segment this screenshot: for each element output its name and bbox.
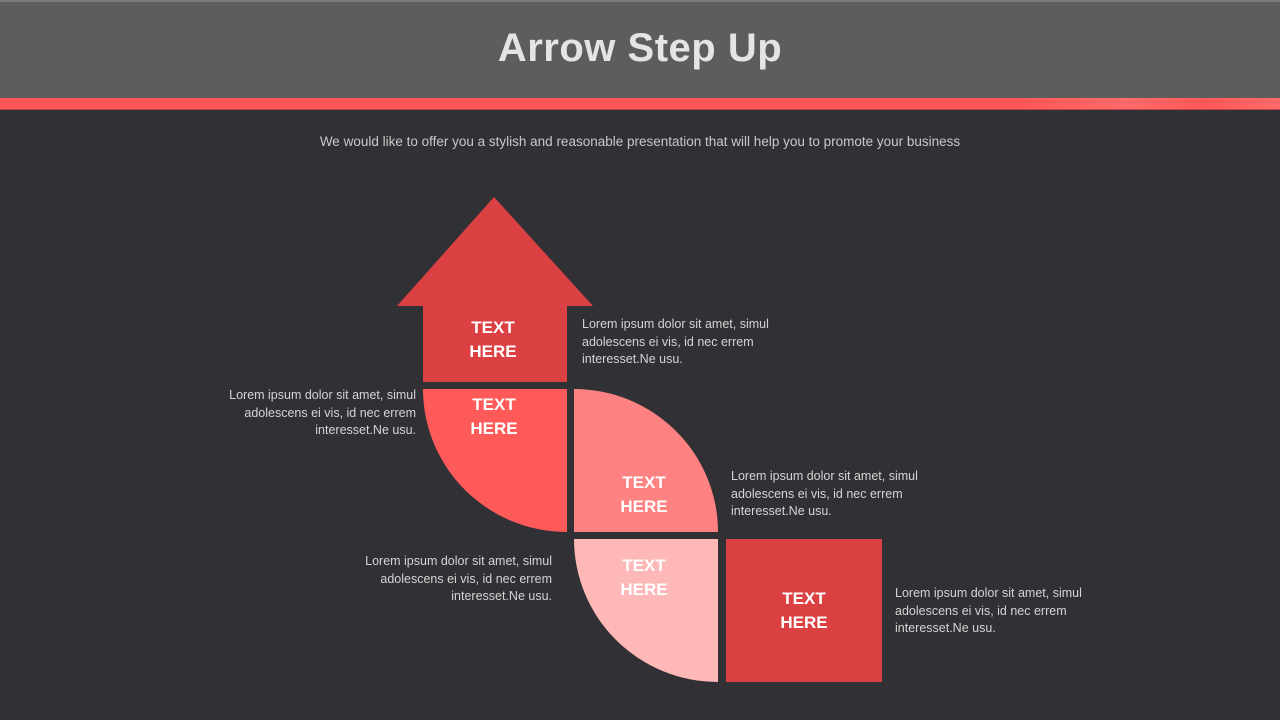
quarter-circle-step-4 — [574, 539, 718, 682]
step-2-label: TEXT HERE — [444, 393, 544, 441]
step-3-description: Lorem ipsum dolor sit amet, simul adoles… — [731, 468, 951, 521]
description-line: adolescens ei vis, id nec errem — [380, 571, 552, 586]
step-3-label: TEXT HERE — [594, 471, 694, 519]
description-line: interesset.Ne usu. — [582, 352, 683, 366]
label-line-1: TEXT — [622, 556, 666, 575]
description-line: adolescens ei vis, id nec errem — [895, 603, 1067, 618]
label-line-1: TEXT — [472, 395, 516, 414]
label-line-2: HERE — [469, 342, 517, 361]
step-1-description: Lorem ipsum dolor sit amet, simul adoles… — [582, 316, 802, 369]
arrow-up-shape — [397, 197, 593, 382]
label-line-2: HERE — [620, 497, 668, 516]
page-title: Arrow Step Up — [497, 26, 783, 70]
header-bar: Arrow Step Up — [0, 0, 1280, 98]
description-line: Lorem ipsum dolor sit amet, simul — [731, 469, 918, 483]
description-line: interesset.Ne usu. — [731, 504, 832, 518]
step-4-label: TEXT HERE — [594, 554, 694, 602]
step-1-label: TEXT HERE — [443, 316, 543, 364]
description-line: adolescens ei vis, id nec errem — [582, 334, 754, 349]
label-line-2: HERE — [620, 580, 668, 599]
description-line: interesset.Ne usu. — [895, 621, 996, 635]
square-step-5 — [726, 539, 882, 682]
step-5-description: Lorem ipsum dolor sit amet, simul adoles… — [895, 585, 1115, 638]
accent-bar — [0, 98, 1280, 110]
description-line: Lorem ipsum dolor sit amet, simul — [582, 317, 769, 331]
quarter-circle-step-3 — [574, 389, 718, 532]
description-line: adolescens ei vis, id nec errem — [244, 405, 416, 420]
description-line: interesset.Ne usu. — [451, 589, 552, 603]
label-line-1: TEXT — [471, 318, 515, 337]
label-line-2: HERE — [470, 419, 518, 438]
description-line: adolescens ei vis, id nec errem — [731, 486, 903, 501]
label-line-1: TEXT — [782, 589, 826, 608]
quarter-circle-step-2 — [423, 389, 567, 532]
step-2-description: Lorem ipsum dolor sit amet, simul adoles… — [196, 387, 416, 440]
step-5-label: TEXT HERE — [754, 587, 854, 635]
page-subtitle: We would like to offer you a stylish and… — [319, 134, 961, 149]
step-4-description: Lorem ipsum dolor sit amet, simul adoles… — [332, 553, 552, 606]
label-line-1: TEXT — [622, 473, 666, 492]
description-line: Lorem ipsum dolor sit amet, simul — [895, 586, 1082, 600]
description-line: Lorem ipsum dolor sit amet, simul — [365, 554, 552, 568]
description-line: Lorem ipsum dolor sit amet, simul — [229, 388, 416, 402]
label-line-2: HERE — [780, 613, 828, 632]
description-line: interesset.Ne usu. — [315, 423, 416, 437]
